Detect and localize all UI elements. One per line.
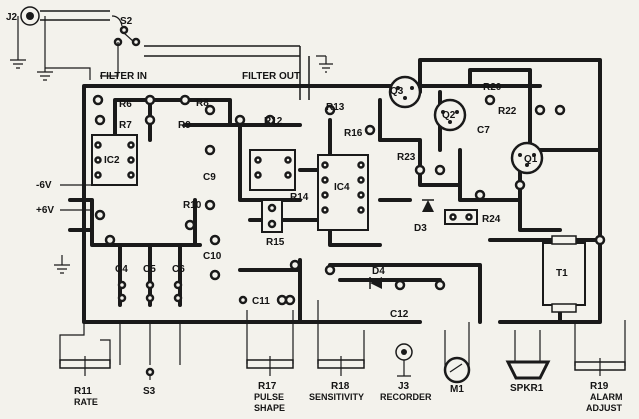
- label-shape: SHAPE: [254, 403, 285, 413]
- board-pads: [92, 94, 606, 291]
- filter-in-wire: [45, 67, 91, 80]
- ground-symbols: [10, 16, 333, 274]
- q3-transistor: [388, 75, 422, 109]
- spkr1-speaker: [505, 330, 551, 380]
- label-j3: J3: [398, 381, 410, 392]
- label-c12: C12: [390, 309, 409, 320]
- label-sensitivity: SENSITIVITY: [309, 392, 364, 402]
- label-c5: C5: [143, 264, 156, 275]
- label-q1: Q1: [524, 154, 538, 165]
- ic2-chip: [91, 134, 138, 186]
- label-m1: M1: [450, 384, 464, 395]
- label-q2: Q2: [442, 110, 456, 121]
- label-r23: R23: [397, 152, 416, 163]
- d3-diode: [422, 199, 434, 212]
- label-r19: R19: [590, 381, 609, 392]
- r11-potentiometer: [59, 322, 111, 376]
- r19-potentiometer: [574, 320, 626, 376]
- label-t1: T1: [556, 268, 568, 279]
- label-r11: R11: [74, 386, 92, 397]
- j3-jack: [395, 343, 413, 377]
- label-c7: C7: [477, 125, 490, 136]
- label-j2: J2: [6, 12, 18, 23]
- label-r12: R12: [264, 116, 283, 127]
- j2-jack: [20, 6, 40, 26]
- label-spkr1: SPKR1: [510, 383, 544, 394]
- label-pos6v: +6V: [36, 205, 54, 216]
- label-s3: S3: [143, 386, 156, 397]
- label-r9: R9: [178, 120, 191, 131]
- label-filter-out: FILTER OUT: [242, 71, 300, 82]
- q2-transistor: [433, 98, 467, 132]
- label-neg6v: -6V: [36, 180, 52, 191]
- label-r13: R13: [326, 102, 345, 113]
- c11-capacitor: [238, 294, 296, 306]
- dip-socket: [249, 149, 296, 191]
- label-r14: R14: [290, 192, 309, 203]
- m1-meter: [443, 322, 471, 384]
- label-c6: C6: [172, 264, 185, 275]
- label-c4: C4: [115, 264, 128, 275]
- label-r10: R10: [183, 200, 202, 211]
- shielded-cable-input: [40, 10, 310, 100]
- label-rate: RATE: [74, 397, 98, 407]
- ic4-chip: [317, 154, 369, 231]
- d4-diode: [369, 277, 382, 289]
- label-pulse: PULSE: [254, 392, 284, 402]
- label-r18: R18: [331, 381, 350, 392]
- label-r22: R22: [498, 106, 517, 117]
- label-r15: R15: [266, 237, 285, 248]
- r17-potentiometer: [246, 310, 294, 376]
- capacitor-bank: [117, 280, 183, 303]
- s3-switch: [119, 322, 181, 380]
- label-alarm: ALARM: [590, 392, 623, 402]
- s2-switch: [113, 25, 141, 47]
- label-filter-in: FILTER IN: [100, 71, 147, 82]
- label-ic2: IC2: [104, 155, 120, 166]
- label-r8: R8: [196, 98, 209, 109]
- label-s2: S2: [120, 16, 133, 27]
- label-r6: R6: [119, 99, 132, 110]
- label-r17: R17: [258, 381, 277, 392]
- q1-transistor: [510, 141, 544, 175]
- t1-transformer: [542, 235, 586, 313]
- label-ic4: IC4: [334, 182, 350, 193]
- label-d3: D3: [414, 223, 427, 234]
- r24-trimmer: [444, 209, 478, 225]
- s2-lead: [100, 42, 119, 77]
- label-recorder: RECORDER: [380, 392, 432, 402]
- r18-potentiometer: [317, 300, 365, 376]
- label-r7: R7: [119, 120, 132, 131]
- label-c10: C10: [203, 251, 222, 262]
- power-leads: [60, 184, 92, 211]
- label-c9: C9: [203, 172, 216, 183]
- label-adjust: ADJUST: [586, 403, 623, 413]
- label-q3: Q3: [390, 86, 404, 97]
- label-d4: D4: [372, 266, 385, 277]
- r15-trimmer: [261, 199, 283, 233]
- label-c11: C11: [252, 296, 270, 307]
- label-r24: R24: [482, 214, 501, 225]
- label-r16: R16: [344, 128, 363, 139]
- label-r20: R20: [483, 82, 502, 93]
